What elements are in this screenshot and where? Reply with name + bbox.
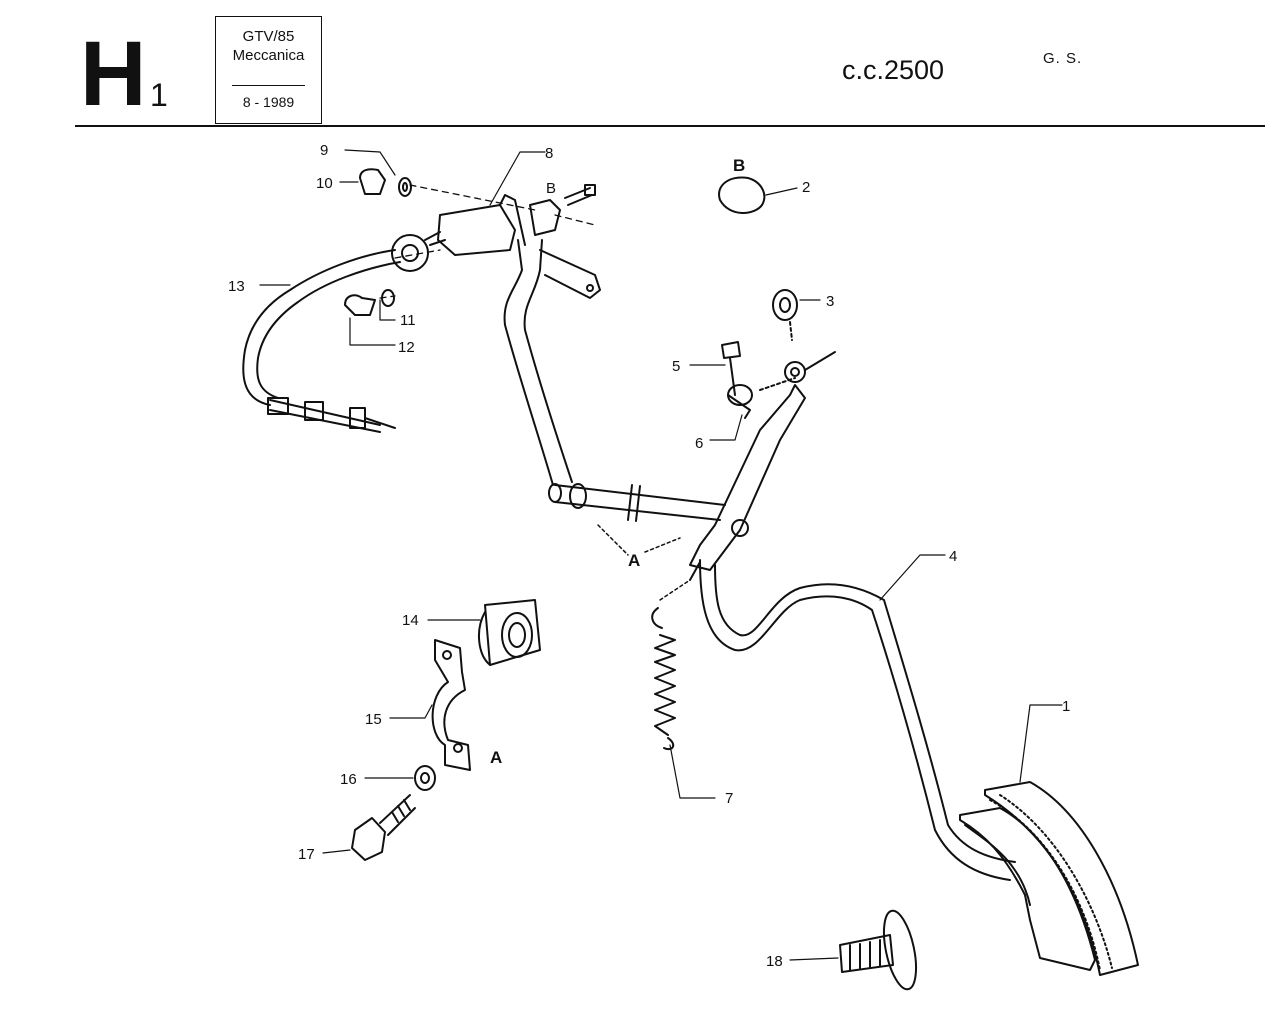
- header-rule: [75, 125, 1265, 127]
- callout-11: 11: [400, 312, 416, 329]
- callout-9: 9: [320, 142, 328, 159]
- detail-a-label-main: A: [628, 551, 640, 570]
- callout-10: 10: [316, 175, 333, 192]
- box-divider: [232, 85, 305, 86]
- upper-bracket-part-8: [429, 194, 561, 256]
- callout-5: 5: [672, 358, 680, 375]
- rubber-cap-part-2: [718, 176, 766, 214]
- bolt-part-18: [839, 909, 918, 991]
- page-header: H 1 GTV/85 Meccanica 8 - 1989 c.c.2500 G…: [0, 0, 1280, 135]
- group-name: Meccanica: [232, 47, 305, 64]
- engine-capacity: c.c.2500: [842, 55, 945, 85]
- callout-15: 15: [365, 711, 382, 728]
- washer-part-16: [414, 765, 436, 791]
- callout-3: 3: [826, 293, 834, 310]
- callout-17: 17: [298, 846, 315, 863]
- pedal-lever-upper: [689, 351, 836, 581]
- detail-b-label-main: B: [546, 180, 556, 197]
- nut-part-3: [772, 289, 798, 341]
- callout-2: 2: [802, 179, 810, 196]
- detail-a-arrows: [597, 524, 691, 601]
- bolt-part-12: [344, 289, 395, 316]
- detail-b-label-detail: B: [733, 156, 745, 175]
- leader-lines: [259, 149, 1063, 961]
- callout-1: 1: [1062, 698, 1070, 715]
- callout-labels: 1 2 3 4 5 6 7 8 9 10 11 12 13 14 15 16 1…: [228, 142, 1070, 970]
- callout-12: 12: [398, 339, 415, 356]
- model-name: GTV/85: [242, 28, 295, 45]
- screw-b: [564, 184, 596, 206]
- pin-part-5: [721, 341, 741, 396]
- throttle-cable-part-13: [242, 231, 441, 433]
- callout-13: 13: [228, 278, 245, 295]
- section-letter: H: [80, 23, 146, 125]
- issue-date: 8 - 1989: [242, 94, 295, 110]
- bracket-part-15: [431, 639, 471, 771]
- assembly-lines: [379, 184, 596, 299]
- variant-code: G. S.: [1043, 50, 1083, 67]
- callout-8: 8: [545, 145, 553, 162]
- detail-a-label-detail: A: [490, 748, 502, 767]
- bolt-part-10: [359, 168, 412, 197]
- throttle-arm: [503, 239, 601, 486]
- callout-6: 6: [695, 435, 703, 452]
- info-box: GTV/85 Meccanica 8 - 1989: [215, 16, 322, 124]
- bolt-part-17: [351, 794, 416, 861]
- callout-14: 14: [402, 612, 419, 629]
- pedal-rod-part-4: [699, 559, 1016, 881]
- callout-16: 16: [340, 771, 357, 788]
- callout-7: 7: [725, 790, 733, 807]
- bush-part-14: [478, 599, 541, 666]
- callout-4: 4: [949, 548, 957, 565]
- cross-shaft: [548, 483, 726, 522]
- spring-part-7: [651, 607, 676, 751]
- callout-18: 18: [766, 953, 783, 970]
- section-number: 1: [150, 77, 168, 113]
- pedal-pad-part-1: [959, 781, 1139, 976]
- clip-part-6: [727, 377, 796, 419]
